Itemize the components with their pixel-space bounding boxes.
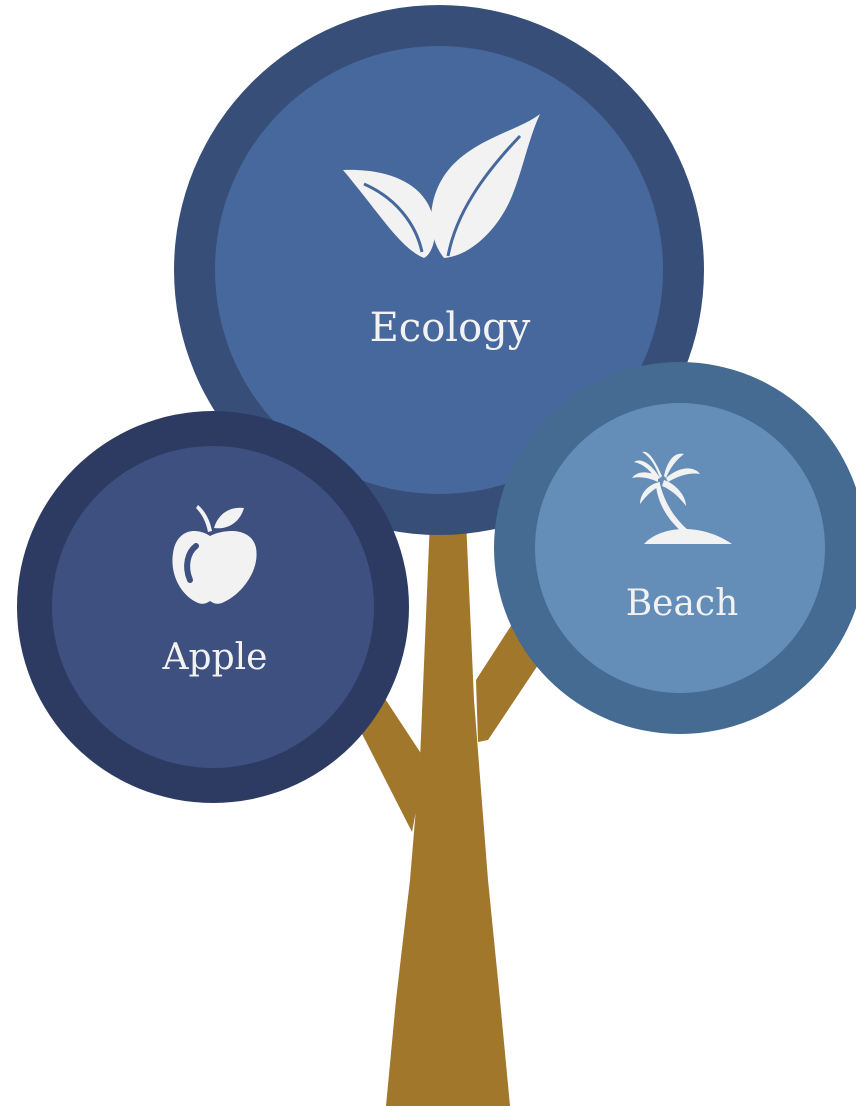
leaves-icon	[343, 114, 540, 258]
node-apple-label: Apple	[162, 637, 268, 678]
node-beach: Beach	[494, 362, 856, 734]
node-apple-inner	[52, 446, 374, 768]
trunk-main	[386, 520, 510, 1106]
palm-tree-icon	[632, 451, 732, 544]
node-ecology-label: Ecology	[370, 305, 531, 351]
node-ecology-inner	[215, 46, 663, 494]
node-apple: Apple	[17, 411, 409, 803]
node-beach-label: Beach	[626, 583, 739, 624]
node-beach-inner	[535, 403, 825, 693]
apple-icon	[172, 505, 257, 604]
branch-left	[355, 688, 424, 832]
